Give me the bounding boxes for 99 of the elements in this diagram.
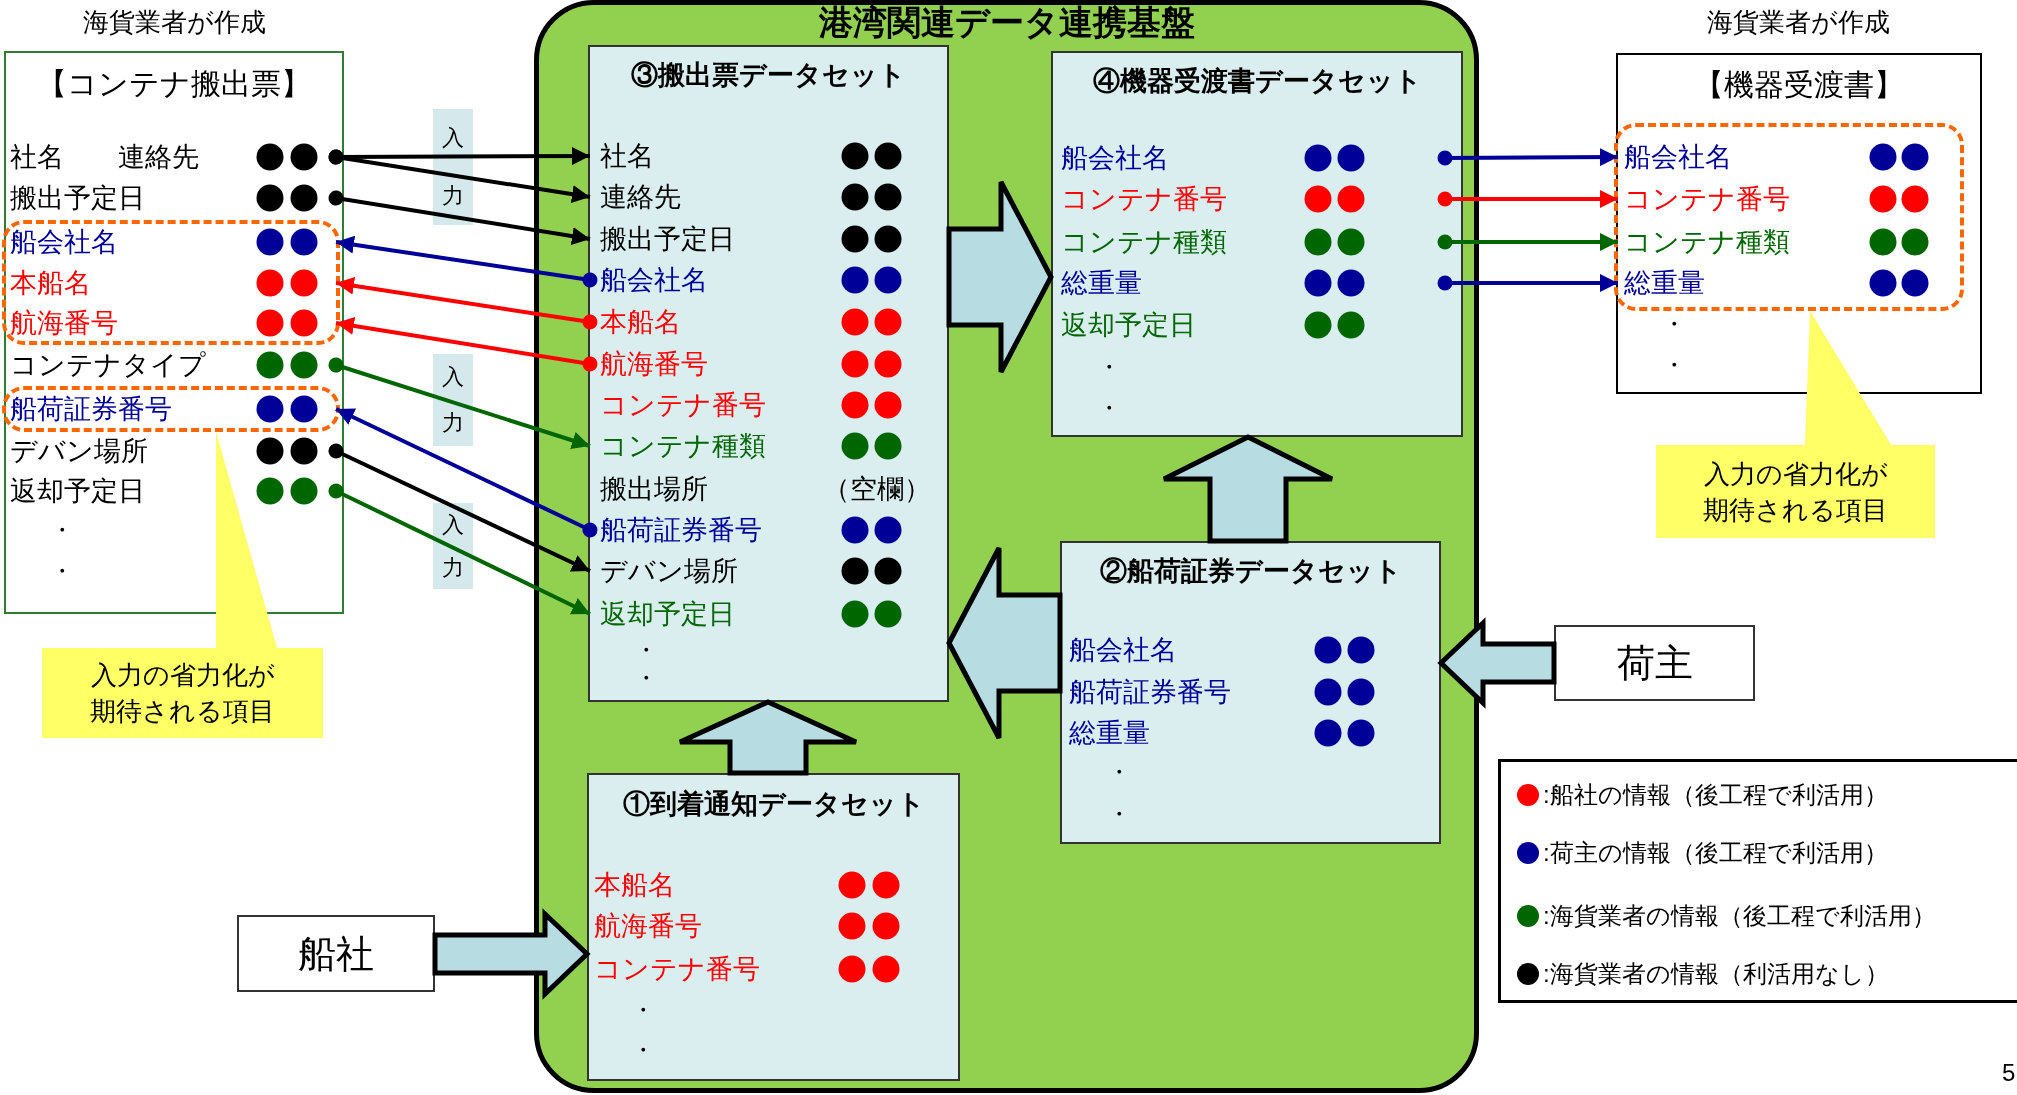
arrow	[328, 483, 591, 616]
block-arrow	[677, 699, 859, 776]
ellipsis: ・	[1662, 310, 1686, 338]
arrow	[335, 276, 598, 330]
blank-note: （空欄）	[823, 473, 931, 506]
legend-text: :船社の情報（後工程で利活用）	[1543, 780, 1888, 810]
ellipsis: ・	[631, 996, 655, 1024]
field-name: 船会社名	[1069, 634, 1177, 667]
field-name: 本船名	[600, 306, 681, 339]
highlight-frame	[2, 220, 340, 345]
field-name: デバン場所	[600, 555, 738, 588]
dataset-box	[588, 45, 949, 702]
callout-pointer	[216, 432, 277, 648]
legend-text: :海貨業者の情報（利活用なし）	[1543, 959, 1889, 989]
ellipsis: ・	[1662, 351, 1686, 379]
field-name: 船荷証券番号	[600, 514, 762, 547]
field-name: 船会社名	[1061, 142, 1169, 175]
ellipsis: ・	[634, 664, 658, 692]
field-name: 本船名	[594, 869, 675, 902]
field-name: 返却予定日	[10, 475, 145, 508]
arrow	[335, 317, 598, 372]
arrow	[1437, 274, 1618, 292]
field-name: 船荷証券番号	[10, 393, 172, 426]
actor-box: 船社	[237, 915, 435, 992]
field-name: 社名	[600, 140, 654, 173]
highlight-frame	[1614, 123, 1964, 311]
field-name: デバン場所	[10, 435, 148, 468]
field-name: コンテナ番号	[600, 389, 766, 422]
field-name: 搬出予定日	[10, 182, 145, 215]
arrow	[1437, 148, 1618, 167]
document-title: 【機器受渡書】	[1694, 67, 1904, 103]
field-name: 総重量	[1624, 267, 1705, 300]
field-name: 返却予定日	[1061, 309, 1196, 342]
field-name: コンテナタイプ	[10, 349, 206, 382]
input-tag: 入力	[433, 109, 473, 225]
field-name: 総重量	[1061, 267, 1142, 300]
platform-title: 港湾関連データ連携基盤	[818, 2, 1195, 42]
creator-note: 海貨業者が作成	[1706, 6, 1890, 39]
block-arrow	[946, 179, 1054, 375]
ellipsis: ・	[50, 516, 74, 544]
arrow	[328, 190, 591, 245]
arrow	[328, 443, 591, 573]
ellipsis: ・	[1107, 758, 1131, 786]
field-name: 本船名	[10, 267, 91, 300]
field-name: 航海番号	[10, 307, 118, 340]
field-name: 総重量	[1069, 717, 1150, 750]
arrow	[1437, 233, 1618, 251]
arrow	[335, 235, 598, 288]
field-name: 船会社名	[600, 264, 708, 297]
field-name: 船荷証券番号	[1069, 676, 1231, 709]
field-name: 連絡先	[118, 141, 199, 174]
field-name: コンテナ番号	[1624, 183, 1790, 216]
field-name: コンテナ種類	[1061, 226, 1227, 259]
field-name: 返却予定日	[600, 598, 735, 631]
document-title: 【コンテナ搬出票】	[37, 66, 311, 102]
ellipsis: ・	[50, 557, 74, 585]
arrow	[328, 357, 591, 450]
input-tag: 入力	[433, 354, 473, 446]
platform-panel	[534, 0, 1479, 1093]
dataset-box	[587, 773, 960, 1081]
field-name: コンテナ種類	[600, 430, 766, 463]
dataset-heading: ①到着通知データセット	[622, 788, 925, 821]
legend-text: :荷主の情報（後工程で利活用）	[1543, 838, 1888, 868]
page-number: 5	[2002, 1058, 2016, 1088]
field-name: コンテナ種類	[1624, 226, 1790, 259]
field-name: 連絡先	[600, 181, 681, 214]
highlight-frame	[2, 386, 340, 432]
ellipsis: ・	[1097, 353, 1121, 381]
ellipsis: ・	[631, 1036, 655, 1064]
input-tag: 入力	[433, 503, 473, 589]
field-name: 船会社名	[1624, 141, 1732, 174]
block-arrow	[1437, 617, 1557, 709]
field-name: 社名	[10, 141, 64, 174]
dataset-box	[1060, 541, 1441, 844]
field-name: 搬出場所	[600, 473, 708, 506]
block-arrow	[432, 908, 591, 1000]
field-name: コンテナ番号	[594, 953, 760, 986]
arrow	[335, 407, 598, 538]
dataset-heading: ③搬出票データセット	[631, 59, 906, 92]
ellipsis: ・	[1107, 800, 1131, 828]
block-arrow	[1161, 434, 1335, 544]
creator-note: 海貨業者が作成	[82, 6, 266, 39]
field-name: 航海番号	[600, 348, 708, 381]
field-name: 搬出予定日	[600, 223, 735, 256]
dataset-box	[1051, 51, 1463, 437]
block-arrow	[946, 545, 1063, 741]
arrow	[328, 149, 591, 204]
field-name: 航海番号	[594, 910, 702, 943]
ellipsis: ・	[1097, 394, 1121, 422]
callout-pointer	[1805, 311, 1891, 445]
legend-text: :海貨業者の情報（後工程で利活用）	[1543, 901, 1936, 931]
dataset-heading: ④機器受渡書データセット	[1092, 65, 1422, 98]
actor-box: 荷主	[1554, 625, 1755, 701]
callout-box: 入力の省力化が期待される項目	[42, 648, 323, 738]
dataset-heading: ②船荷証券データセット	[1099, 555, 1402, 588]
arrow	[1437, 190, 1618, 208]
ellipsis: ・	[634, 636, 658, 664]
field-name: 船会社名	[10, 226, 118, 259]
field-name: コンテナ番号	[1061, 183, 1227, 216]
